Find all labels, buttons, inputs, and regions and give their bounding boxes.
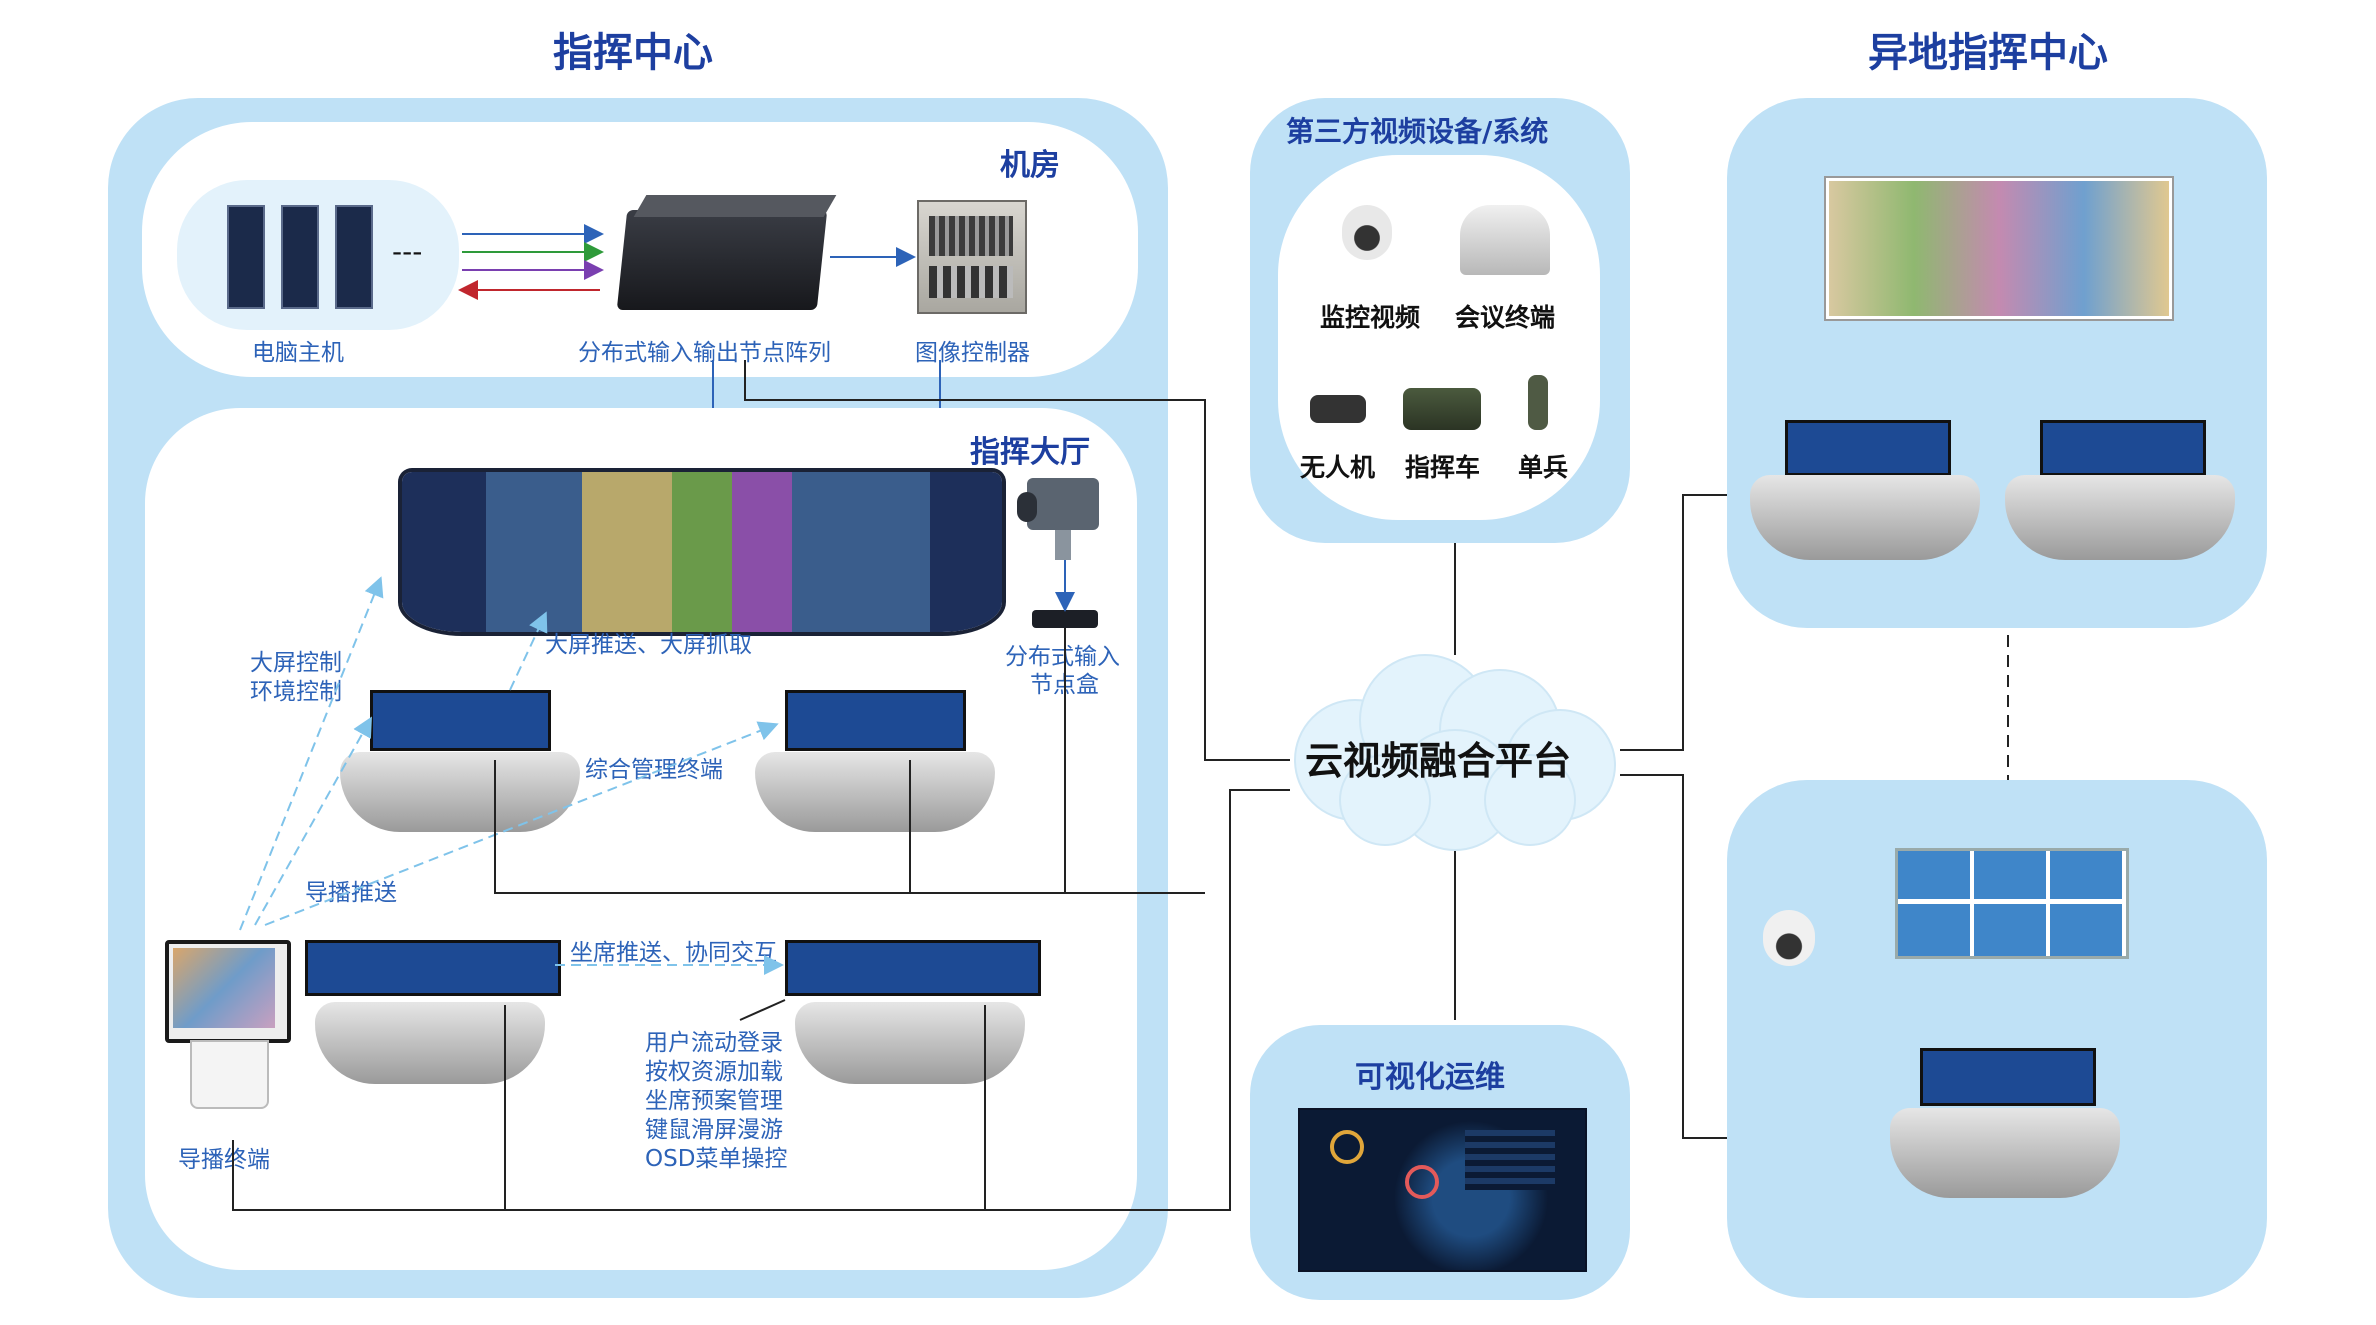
- image-controller-label: 图像控制器: [915, 340, 1030, 366]
- monitor-icon: [785, 690, 966, 751]
- wire: [744, 360, 1290, 761]
- pc-host-label: 电脑主机: [252, 340, 344, 366]
- remote-video-wall-small: [1895, 848, 2129, 959]
- command-center-title: 指挥中心: [553, 30, 713, 76]
- third-party-item: 监控视频: [1320, 303, 1421, 332]
- remote-center-title: 异地指挥中心: [1868, 30, 2108, 76]
- data-panel: [1465, 1130, 1555, 1190]
- feature-item: 用户流动登录: [645, 1030, 783, 1056]
- desk-icon: [1750, 475, 1980, 560]
- image-controller-icon: [917, 200, 1027, 314]
- wire: [232, 789, 1290, 1211]
- visual-ops-title: 可视化运维: [1355, 1060, 1505, 1095]
- wire: [739, 999, 786, 1021]
- desk-icon: [1890, 1108, 2120, 1198]
- broadcast-terminal-screen-icon: [165, 940, 291, 1043]
- desk-icon: [315, 1002, 545, 1084]
- third-party-item: 会议终端: [1455, 303, 1556, 332]
- pc-host-group: ---: [177, 180, 459, 330]
- broadcast-terminal-label: 导播终端: [178, 1147, 270, 1173]
- dashed-arrow: [239, 576, 384, 931]
- camera-icon: [1027, 478, 1099, 530]
- drone-icon: [1310, 395, 1366, 423]
- dome-camera-icon: [1342, 205, 1392, 260]
- dashed-arrow: [264, 721, 779, 926]
- machine-room-title: 机房: [1000, 148, 1060, 183]
- third-party-title: 第三方视频设备/系统: [1286, 115, 1549, 148]
- gauge-icon: [1405, 1165, 1439, 1199]
- curved-big-screen: [402, 472, 1002, 632]
- third-party-item: 单兵: [1518, 453, 1569, 482]
- soldier-icon: [1528, 375, 1548, 430]
- conference-terminal-icon: [1460, 205, 1550, 275]
- dashed-arrow: [509, 611, 548, 691]
- ellipsis-text: ---: [392, 235, 423, 268]
- broadcast-terminal-stand-icon: [190, 1040, 269, 1109]
- node-array-label: 分布式输入输出节点阵列: [578, 340, 831, 366]
- pc-tower-icon: [281, 205, 319, 309]
- mgmt-terminal-label: 综合管理终端: [585, 757, 723, 783]
- desk-icon: [2005, 475, 2235, 560]
- third-party-item: 无人机: [1300, 453, 1376, 482]
- environment-control-label: 环境控制: [250, 679, 342, 705]
- input-box-label-1: 分布式输入: [1005, 644, 1120, 670]
- wire: [494, 760, 1205, 894]
- monitor-icon: [785, 940, 1041, 996]
- gauge-icon: [1330, 1130, 1364, 1164]
- monitor-icon: [370, 690, 551, 751]
- remote-workstation-3: [1890, 1040, 2120, 1210]
- camera-lens-icon: [1017, 492, 1037, 522]
- feature-item: 键鼠滑屏漫游: [645, 1117, 783, 1143]
- dashed-arrow: [254, 716, 372, 926]
- desk-icon: [755, 752, 995, 832]
- dome-camera-icon: [1763, 910, 1815, 966]
- third-party-inner: [1278, 155, 1600, 520]
- seat-push-label: 坐席推送、协同交互: [570, 940, 777, 966]
- remote-workstation-2: [2005, 410, 2235, 570]
- remote-video-wall: [1826, 178, 2172, 319]
- feature-item: 按权资源加载: [645, 1059, 783, 1085]
- feature-item: 坐席预案管理: [645, 1088, 783, 1114]
- feature-item: OSD菜单操控: [645, 1146, 788, 1172]
- cloud-shape: [1294, 654, 1616, 851]
- command-vehicle-icon: [1403, 388, 1481, 430]
- workstation-a: [340, 690, 580, 840]
- bigscreen-push-label: 大屏推送、大屏抓取: [545, 632, 752, 658]
- desk-icon: [340, 752, 580, 832]
- monitor-icon: [2040, 420, 2206, 476]
- bigscreen-control-label: 大屏控制: [250, 650, 342, 676]
- command-hall-title: 指挥大厅: [970, 435, 1090, 470]
- remote-workstation-1: [1750, 410, 1980, 570]
- monitor-icon: [1920, 1048, 2096, 1106]
- pc-tower-icon: [335, 205, 373, 309]
- camera-mount-icon: [1055, 530, 1071, 560]
- monitor-icon: [305, 940, 561, 996]
- third-party-item: 指挥车: [1405, 453, 1481, 482]
- cloud-platform-label: 云视频融合平台: [1305, 739, 1572, 783]
- desk-icon: [795, 1002, 1025, 1084]
- monitor-icon: [1785, 420, 1951, 476]
- broadcast-push-label: 导播推送: [305, 880, 397, 906]
- workstation-d: [785, 940, 1041, 1090]
- node-box-icon: [1032, 610, 1098, 628]
- ops-dashboard-screen: [1298, 1108, 1587, 1272]
- pc-tower-icon: [227, 205, 265, 309]
- workstation-b: [755, 690, 995, 840]
- workstation-c: [305, 940, 561, 1090]
